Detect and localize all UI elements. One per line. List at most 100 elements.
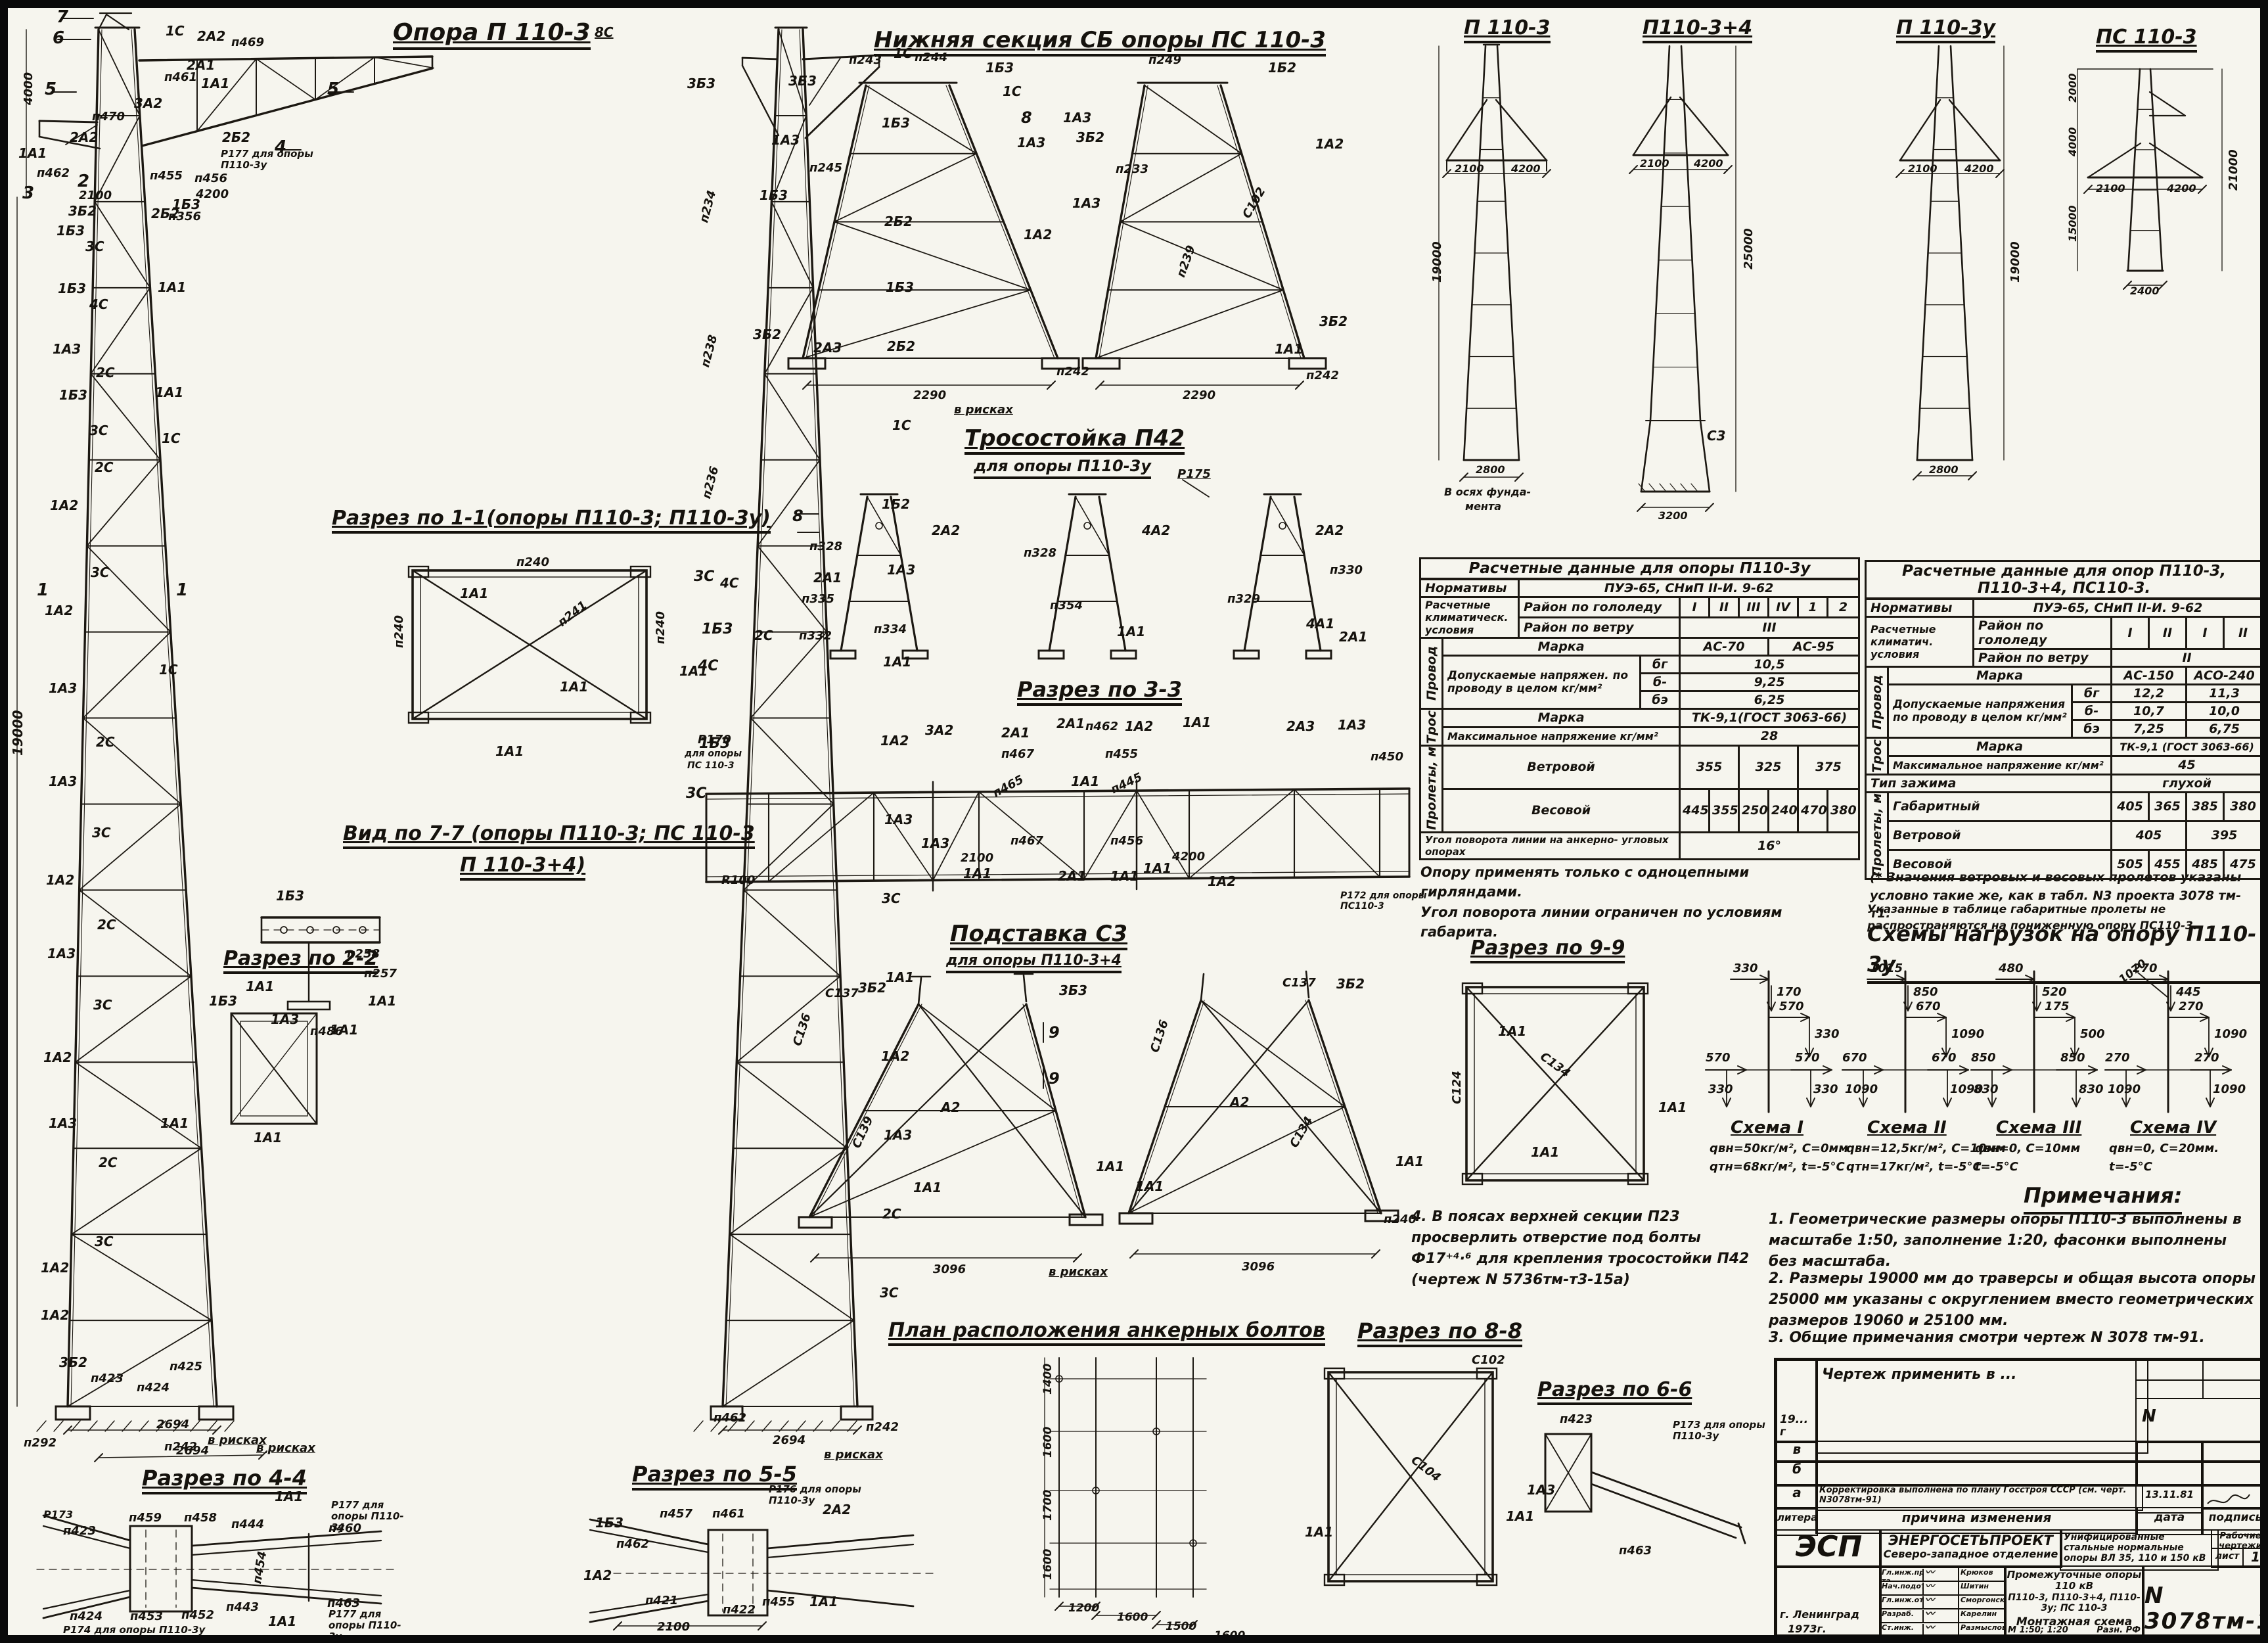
razrez55-label: п421 bbox=[645, 1594, 679, 1608]
td-el: бэ bbox=[2071, 719, 2112, 739]
line bbox=[1442, 169, 1451, 178]
lower_section-label: 3Б2 bbox=[753, 327, 782, 342]
tower_front-label: 2С bbox=[97, 917, 116, 933]
line bbox=[1075, 496, 1110, 556]
line bbox=[2003, 1069, 2012, 1075]
trosostojka-label: п330 bbox=[1330, 563, 1363, 577]
td-el: 355 bbox=[1679, 744, 1740, 790]
razrez44-label: Р174 для опоры П110-3у bbox=[63, 1624, 206, 1636]
td-el: 45 bbox=[2110, 754, 2264, 775]
scheme-value: 270 bbox=[2133, 961, 2158, 975]
line bbox=[613, 1621, 622, 1631]
rect bbox=[1474, 993, 1637, 1174]
line bbox=[1189, 789, 1295, 879]
silhouettes-label: 19000 bbox=[2008, 241, 2022, 283]
td-el: бэ bbox=[1639, 690, 1681, 710]
razrez99-label: 1А1 bbox=[1531, 1144, 1560, 1160]
razrez44-label: п444 bbox=[231, 1517, 265, 1531]
line bbox=[1590, 1471, 1742, 1529]
section-heading: Разрез по 4-4 bbox=[142, 1466, 307, 1494]
td-el: 470 bbox=[1797, 787, 1828, 833]
line bbox=[196, 58, 257, 132]
td-el: 505 bbox=[2110, 848, 2150, 880]
line bbox=[411, 569, 648, 720]
td-el: 355 bbox=[1708, 787, 1740, 833]
line bbox=[766, 1589, 915, 1608]
line bbox=[38, 120, 99, 124]
razrez33-label: 1А3 bbox=[1338, 717, 1367, 733]
rect bbox=[798, 1216, 833, 1229]
tower_side-label: 4С bbox=[720, 575, 739, 591]
line bbox=[932, 791, 980, 881]
section-heading: П 110-3 bbox=[1464, 17, 1551, 43]
lower_section-label: 1А2 bbox=[1024, 227, 1053, 243]
silhouettes-label: 2000 bbox=[2066, 73, 2079, 103]
line bbox=[86, 545, 171, 633]
line bbox=[1073, 1253, 1082, 1262]
line bbox=[2137, 1069, 2146, 1075]
line bbox=[741, 64, 780, 137]
tower_front-label: 3С bbox=[89, 423, 108, 438]
line bbox=[2158, 281, 2167, 290]
tower_front-label: 3С bbox=[91, 565, 110, 580]
line bbox=[1913, 471, 1922, 480]
line bbox=[1055, 1602, 1064, 1611]
lower_section-label: п233 bbox=[1116, 162, 1149, 176]
lower_section-label: п239 bbox=[1174, 243, 1198, 279]
staff-role: Разраб. bbox=[1882, 1610, 1924, 1622]
line bbox=[802, 381, 811, 390]
line bbox=[70, 1234, 213, 1321]
section-heading: Разрез по 5-5 bbox=[632, 1462, 798, 1491]
razrez33-label: 2А1 bbox=[1058, 868, 1087, 884]
line bbox=[2083, 185, 2093, 194]
razrez33-label: 1А1 bbox=[1071, 774, 1100, 789]
line bbox=[1723, 165, 1733, 174]
silhouettes-label: 15000 bbox=[2066, 205, 2079, 242]
div-el: Угол поворота линии ограничен по условия… bbox=[1420, 904, 1782, 940]
td-el: 1 bbox=[1797, 596, 1828, 618]
tower_front-label: 1А3 bbox=[49, 1115, 78, 1131]
line bbox=[778, 29, 807, 116]
razrez44-label: п459 bbox=[129, 1511, 162, 1525]
tower_front-label: 2А2 bbox=[197, 28, 226, 44]
anchor_plan-label: 1500 bbox=[1166, 1620, 1197, 1633]
tr-el: Угол поворота линии на анкерно- угловых … bbox=[1419, 831, 1861, 860]
tower_side-label: п236 bbox=[700, 465, 722, 501]
div-el: Опору применять только с одноцепными гир… bbox=[1420, 864, 1750, 900]
razrez33-label: 2А3 bbox=[1286, 718, 1315, 734]
line bbox=[1991, 1098, 1997, 1107]
subject-line1: Промежуточные опоры 110 кВ bbox=[2007, 1569, 2142, 1592]
line bbox=[1669, 483, 1677, 492]
circle bbox=[306, 926, 314, 934]
tower_side-label: 3С bbox=[882, 891, 901, 906]
line bbox=[1128, 1106, 1346, 1214]
tower_front-label: 1А3 bbox=[49, 680, 78, 696]
tower_front-label: 2С bbox=[96, 365, 115, 381]
section-heading: для опоры П110-3+4 bbox=[946, 952, 1122, 973]
line bbox=[36, 1420, 47, 1432]
td-el: Ветровой bbox=[1441, 744, 1681, 790]
line bbox=[2075, 1098, 2081, 1107]
razrez44-label: п453 bbox=[130, 1609, 164, 1623]
staff-row: Разраб.〰Карелин bbox=[1880, 1608, 2005, 1623]
rect bbox=[707, 1529, 769, 1617]
razrez11-label: п240 bbox=[654, 611, 668, 644]
trosostojka-label: п328 bbox=[809, 540, 843, 553]
td-el: II bbox=[2148, 616, 2187, 650]
line bbox=[1823, 1069, 1832, 1075]
div-el bbox=[2201, 1460, 2268, 1487]
scheme-formula: qвн=0, C=20мм. bbox=[2109, 1142, 2219, 1155]
line bbox=[2066, 1017, 2075, 1022]
razrez33-label: п467 bbox=[1010, 834, 1044, 848]
td-el: 485 bbox=[2185, 848, 2225, 880]
line bbox=[1907, 1002, 1913, 1011]
div-el: г. Ленинград 1973г. bbox=[1776, 1565, 1882, 1638]
rect bbox=[286, 1000, 331, 1011]
razrez44-label: 2694 bbox=[176, 1444, 210, 1458]
line bbox=[1737, 1065, 1747, 1071]
